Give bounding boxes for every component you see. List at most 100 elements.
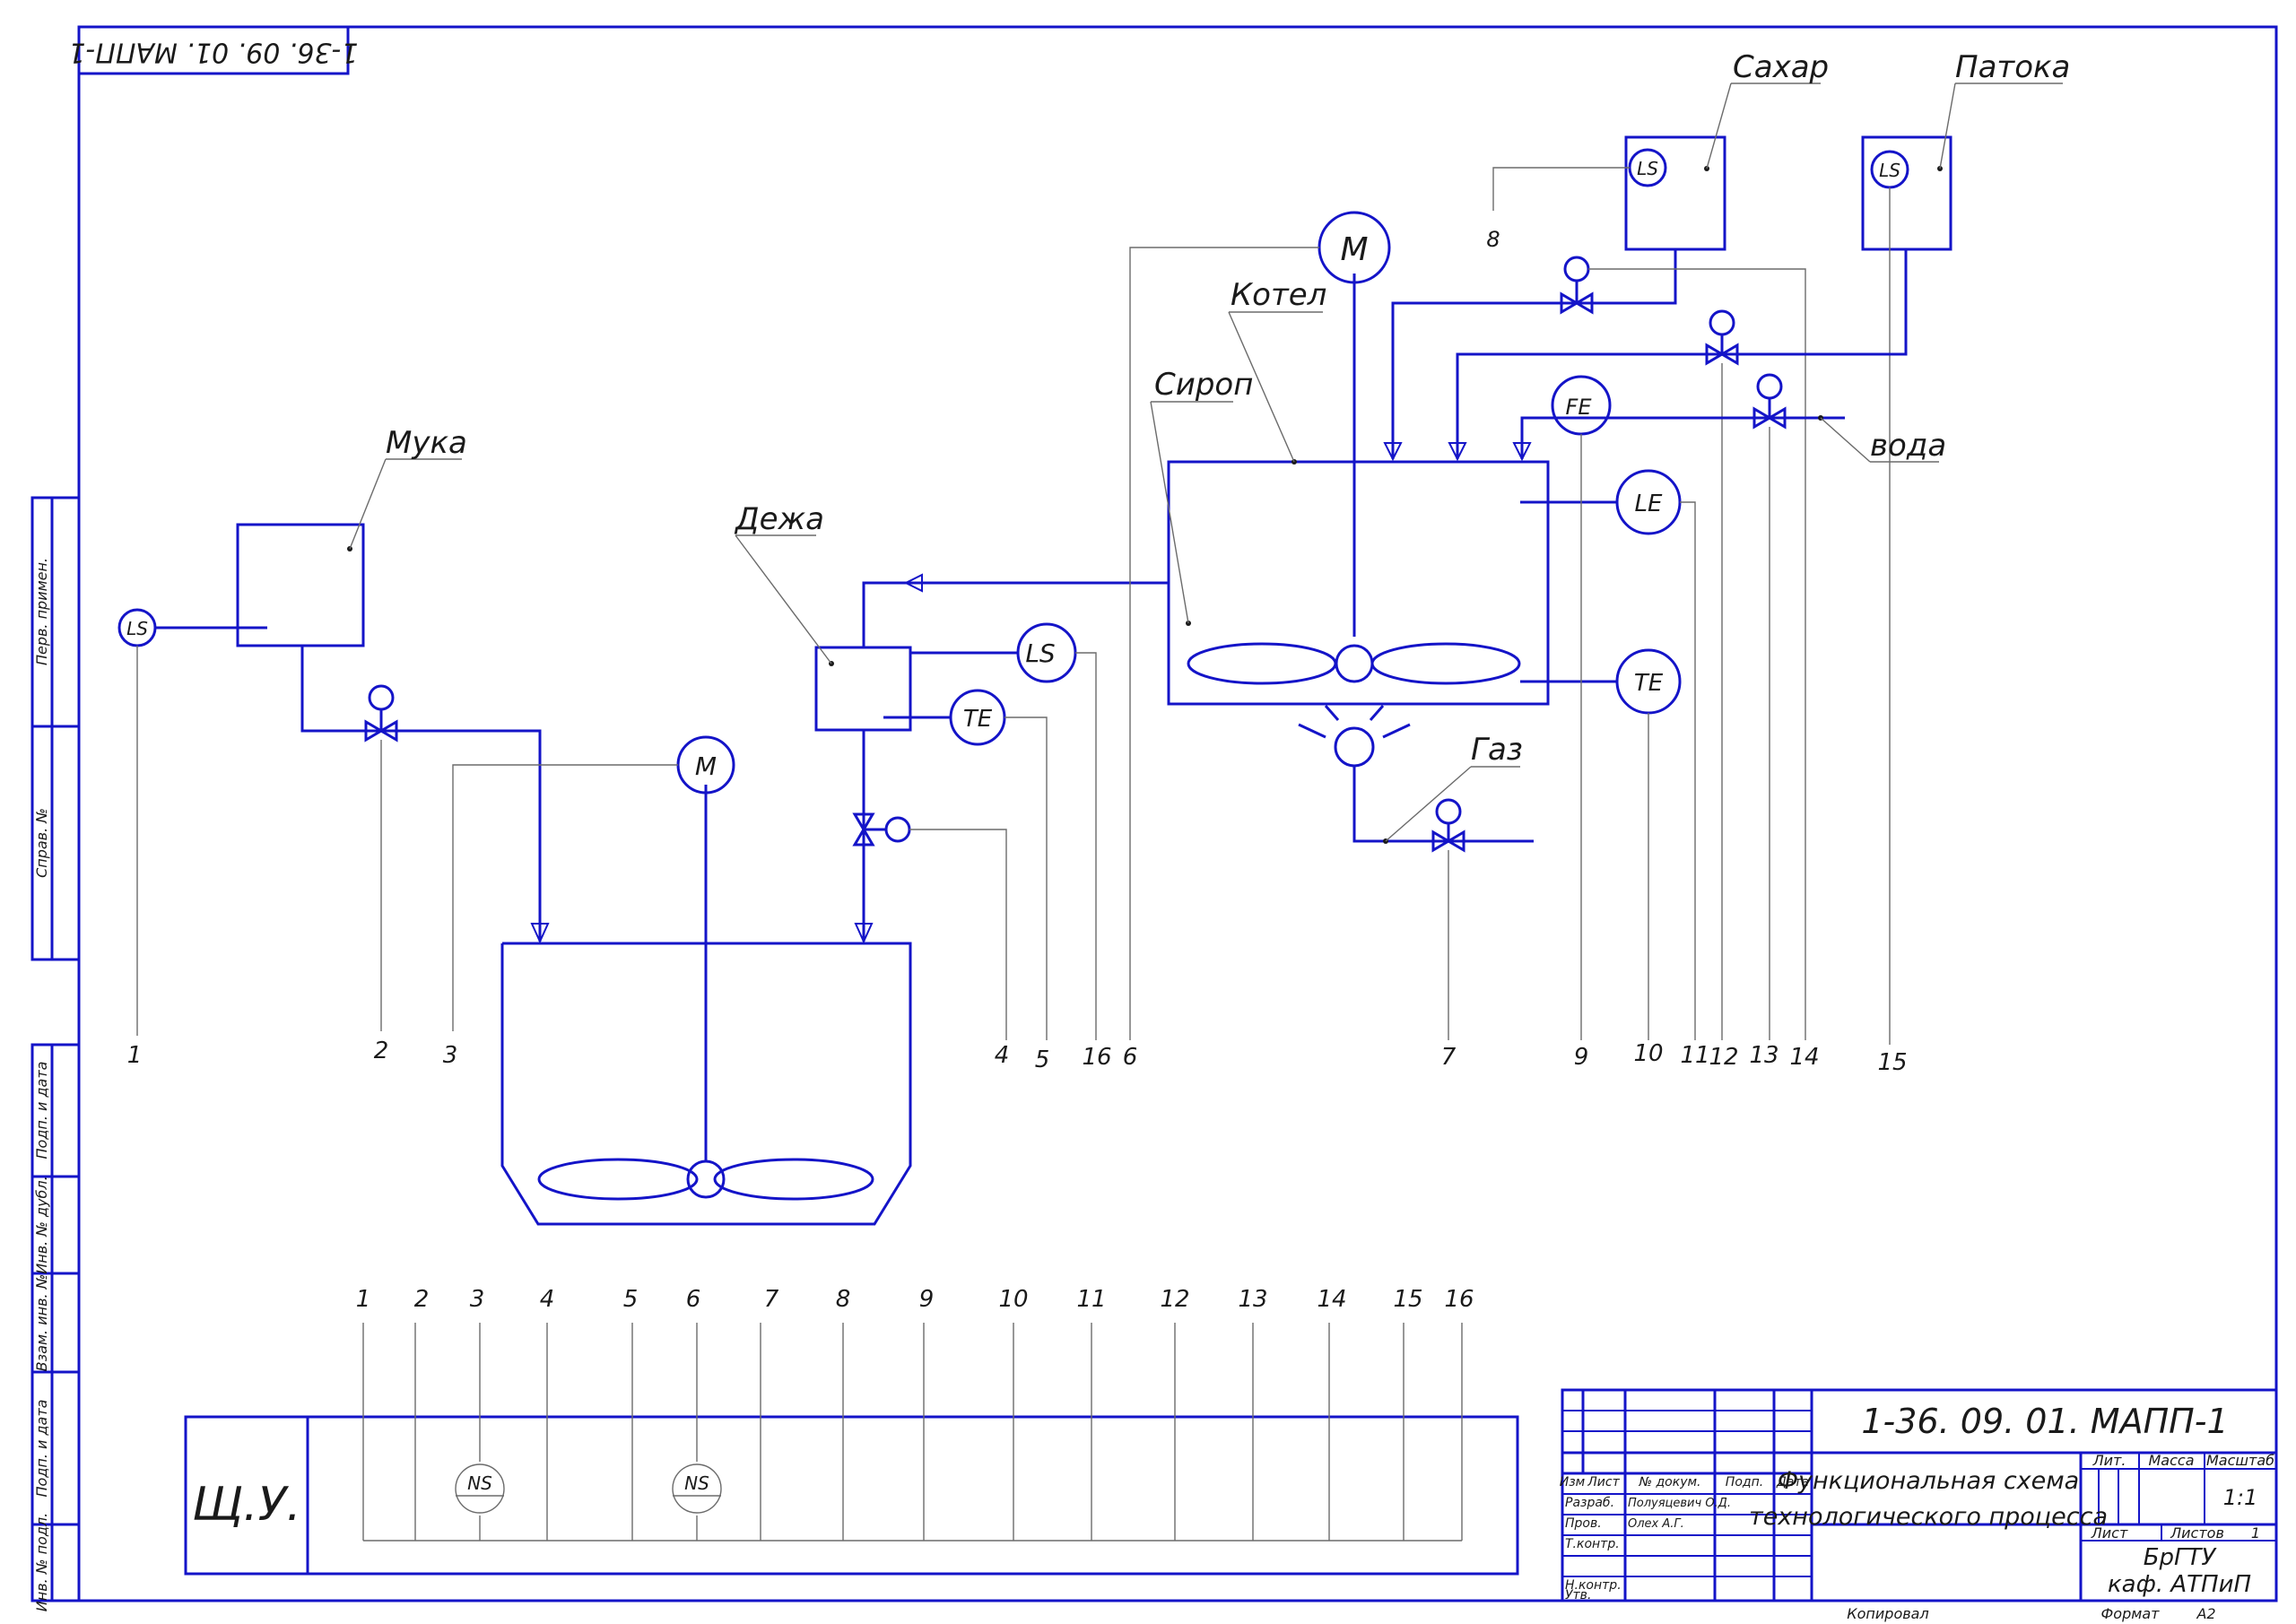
label-sahar: Сахар <box>1733 49 1829 85</box>
sugar-pipe <box>1391 249 1677 459</box>
dezha-arrow <box>854 923 874 944</box>
svg-text:Олех А.Г.: Олех А.Г. <box>1628 1517 1684 1531</box>
svg-text:Н.контр.: Н.контр. <box>1565 1578 1622 1593</box>
position-numbers: 1 2 3 4 5 16 6 7 9 10 11 12 13 14 15 <box>127 1038 1908 1076</box>
water-arrow <box>1512 442 1532 462</box>
svg-text:FE: FE <box>1566 395 1593 420</box>
svg-text:LS: LS <box>1879 160 1900 181</box>
svg-text:Подп.: Подп. <box>1726 1475 1763 1489</box>
svg-text:7: 7 <box>764 1286 779 1313</box>
svg-text:8: 8 <box>836 1286 851 1313</box>
svg-text:NS: NS <box>467 1472 492 1494</box>
strip-podp1: Подп. и дата <box>33 1062 50 1159</box>
molasses-arrow <box>1448 442 1467 462</box>
valve-4 <box>852 812 1007 1040</box>
flour-pipe <box>300 646 542 942</box>
strip-sprav: Справ. № <box>33 808 50 878</box>
svg-text:4: 4 <box>540 1286 555 1313</box>
svg-text:Лит.: Лит. <box>2092 1452 2126 1469</box>
svg-text:5: 5 <box>623 1286 639 1313</box>
svg-text:TE: TE <box>1634 670 1664 697</box>
svg-text:Лист: Лист <box>2091 1524 2128 1541</box>
svg-text:Полуяцевич О.Д.: Полуяцевич О.Д. <box>1628 1497 1731 1510</box>
svg-text:5: 5 <box>1035 1046 1050 1073</box>
svg-text:13: 13 <box>1238 1286 1267 1313</box>
te-sensor-5: TE <box>949 689 1048 1040</box>
molasses-pipe <box>1456 249 1908 459</box>
svg-text:1: 1 <box>127 1042 143 1069</box>
svg-text:Т.контр.: Т.контр. <box>1565 1537 1620 1551</box>
svg-text:12: 12 <box>1709 1044 1738 1071</box>
te-sensor-10: TE <box>1520 648 1682 1040</box>
svg-text:12: 12 <box>1160 1286 1189 1313</box>
le-sensor-11: LE <box>1520 469 1696 1040</box>
svg-text:NS: NS <box>684 1472 709 1494</box>
boiler: Котел Сироп <box>1150 274 1550 706</box>
title-block: 1-36. 09. 01. МАПП-1 Функциональная схем… <box>1560 1388 2278 1602</box>
svg-text:1: 1 <box>356 1286 371 1313</box>
valve-7 <box>1431 798 1465 1040</box>
control-panel: Щ.У. NS NS 1 2 3 4 5 6 7 8 9 10 1 <box>184 1286 1519 1576</box>
panel-name: Щ.У. <box>192 1478 301 1532</box>
svg-text:3: 3 <box>470 1286 485 1313</box>
svg-text:1:1: 1:1 <box>2223 1485 2258 1510</box>
svg-text:11: 11 <box>1076 1286 1106 1313</box>
svg-text:7: 7 <box>1441 1044 1457 1071</box>
label-kotel: Котел <box>1231 277 1326 313</box>
label-gaz: Газ <box>1471 732 1523 768</box>
svg-text:6: 6 <box>1123 1044 1138 1071</box>
svg-text:6: 6 <box>686 1286 701 1313</box>
svg-text:Утв.: Утв. <box>1565 1588 1591 1602</box>
drawing-frame <box>77 25 2278 1602</box>
label-dezha: Дежа <box>734 501 824 537</box>
svg-text:Дата: Дата <box>1776 1475 1809 1489</box>
svg-text:БрГТУ: БрГТУ <box>2144 1544 2218 1571</box>
svg-text:3: 3 <box>443 1042 458 1069</box>
svg-text:M: M <box>695 751 717 781</box>
syrup-arrow <box>903 573 923 593</box>
valve-12 <box>1705 309 1739 1040</box>
kopiroval-label: Копировал <box>1847 1605 1928 1622</box>
svg-text:Изм: Изм <box>1560 1475 1586 1489</box>
svg-text:13: 13 <box>1749 1042 1779 1069</box>
svg-text:M: M <box>1340 231 1368 268</box>
motor-3: M <box>452 735 735 1031</box>
svg-text:Разраб.: Разраб. <box>1565 1496 1614 1510</box>
svg-text:16: 16 <box>1082 1044 1111 1071</box>
flour-arrow <box>530 923 550 944</box>
svg-text:9: 9 <box>919 1286 935 1313</box>
svg-text:Масштаб: Масштаб <box>2206 1452 2274 1469</box>
svg-text:14: 14 <box>1789 1044 1819 1071</box>
sugar-bin: Сахар LS 8 <box>1486 49 1829 252</box>
tb-title-2: технологического процесса <box>1749 1503 2108 1531</box>
svg-text:10: 10 <box>998 1286 1028 1313</box>
gas-burner: Газ <box>1298 705 1534 844</box>
side-strip: Перв. примен. Справ. № Подп. и дата Инв.… <box>30 496 81 1611</box>
strip-inv-dubl: Инв. № дубл. <box>33 1176 50 1273</box>
molasses-bin: Патока LS <box>1861 49 2070 1045</box>
label-muka: Мука <box>386 425 467 461</box>
label-patoka: Патока <box>1955 49 2070 85</box>
strip-inv-podl: Инв. № подл. <box>33 1513 50 1611</box>
svg-text:10: 10 <box>1633 1040 1663 1067</box>
strip-podp2: Подп. и дата <box>33 1400 50 1498</box>
svg-text:15: 15 <box>1877 1049 1907 1076</box>
svg-text:TE: TE <box>963 706 993 733</box>
tb-code: 1-36. 09. 01. МАПП-1 <box>1861 1402 2228 1441</box>
ls-sensor-1: LS <box>117 608 179 1036</box>
svg-text:Масса: Масса <box>2148 1452 2194 1469</box>
svg-text:11: 11 <box>1680 1042 1709 1069</box>
format-value: А2 <box>2196 1605 2215 1622</box>
svg-text:16: 16 <box>1444 1286 1474 1313</box>
format-label: Формат <box>2101 1605 2161 1622</box>
motor-6: M <box>1129 211 1391 1040</box>
svg-text:2: 2 <box>374 1038 389 1064</box>
sugar-arrow <box>1383 442 1403 462</box>
dezha-vessel: Дежа <box>734 501 1018 732</box>
svg-text:8: 8 <box>1486 227 1500 252</box>
label-voda: вода <box>1870 428 1946 464</box>
svg-text:9: 9 <box>1574 1044 1589 1071</box>
water-pipe <box>1520 416 1845 459</box>
